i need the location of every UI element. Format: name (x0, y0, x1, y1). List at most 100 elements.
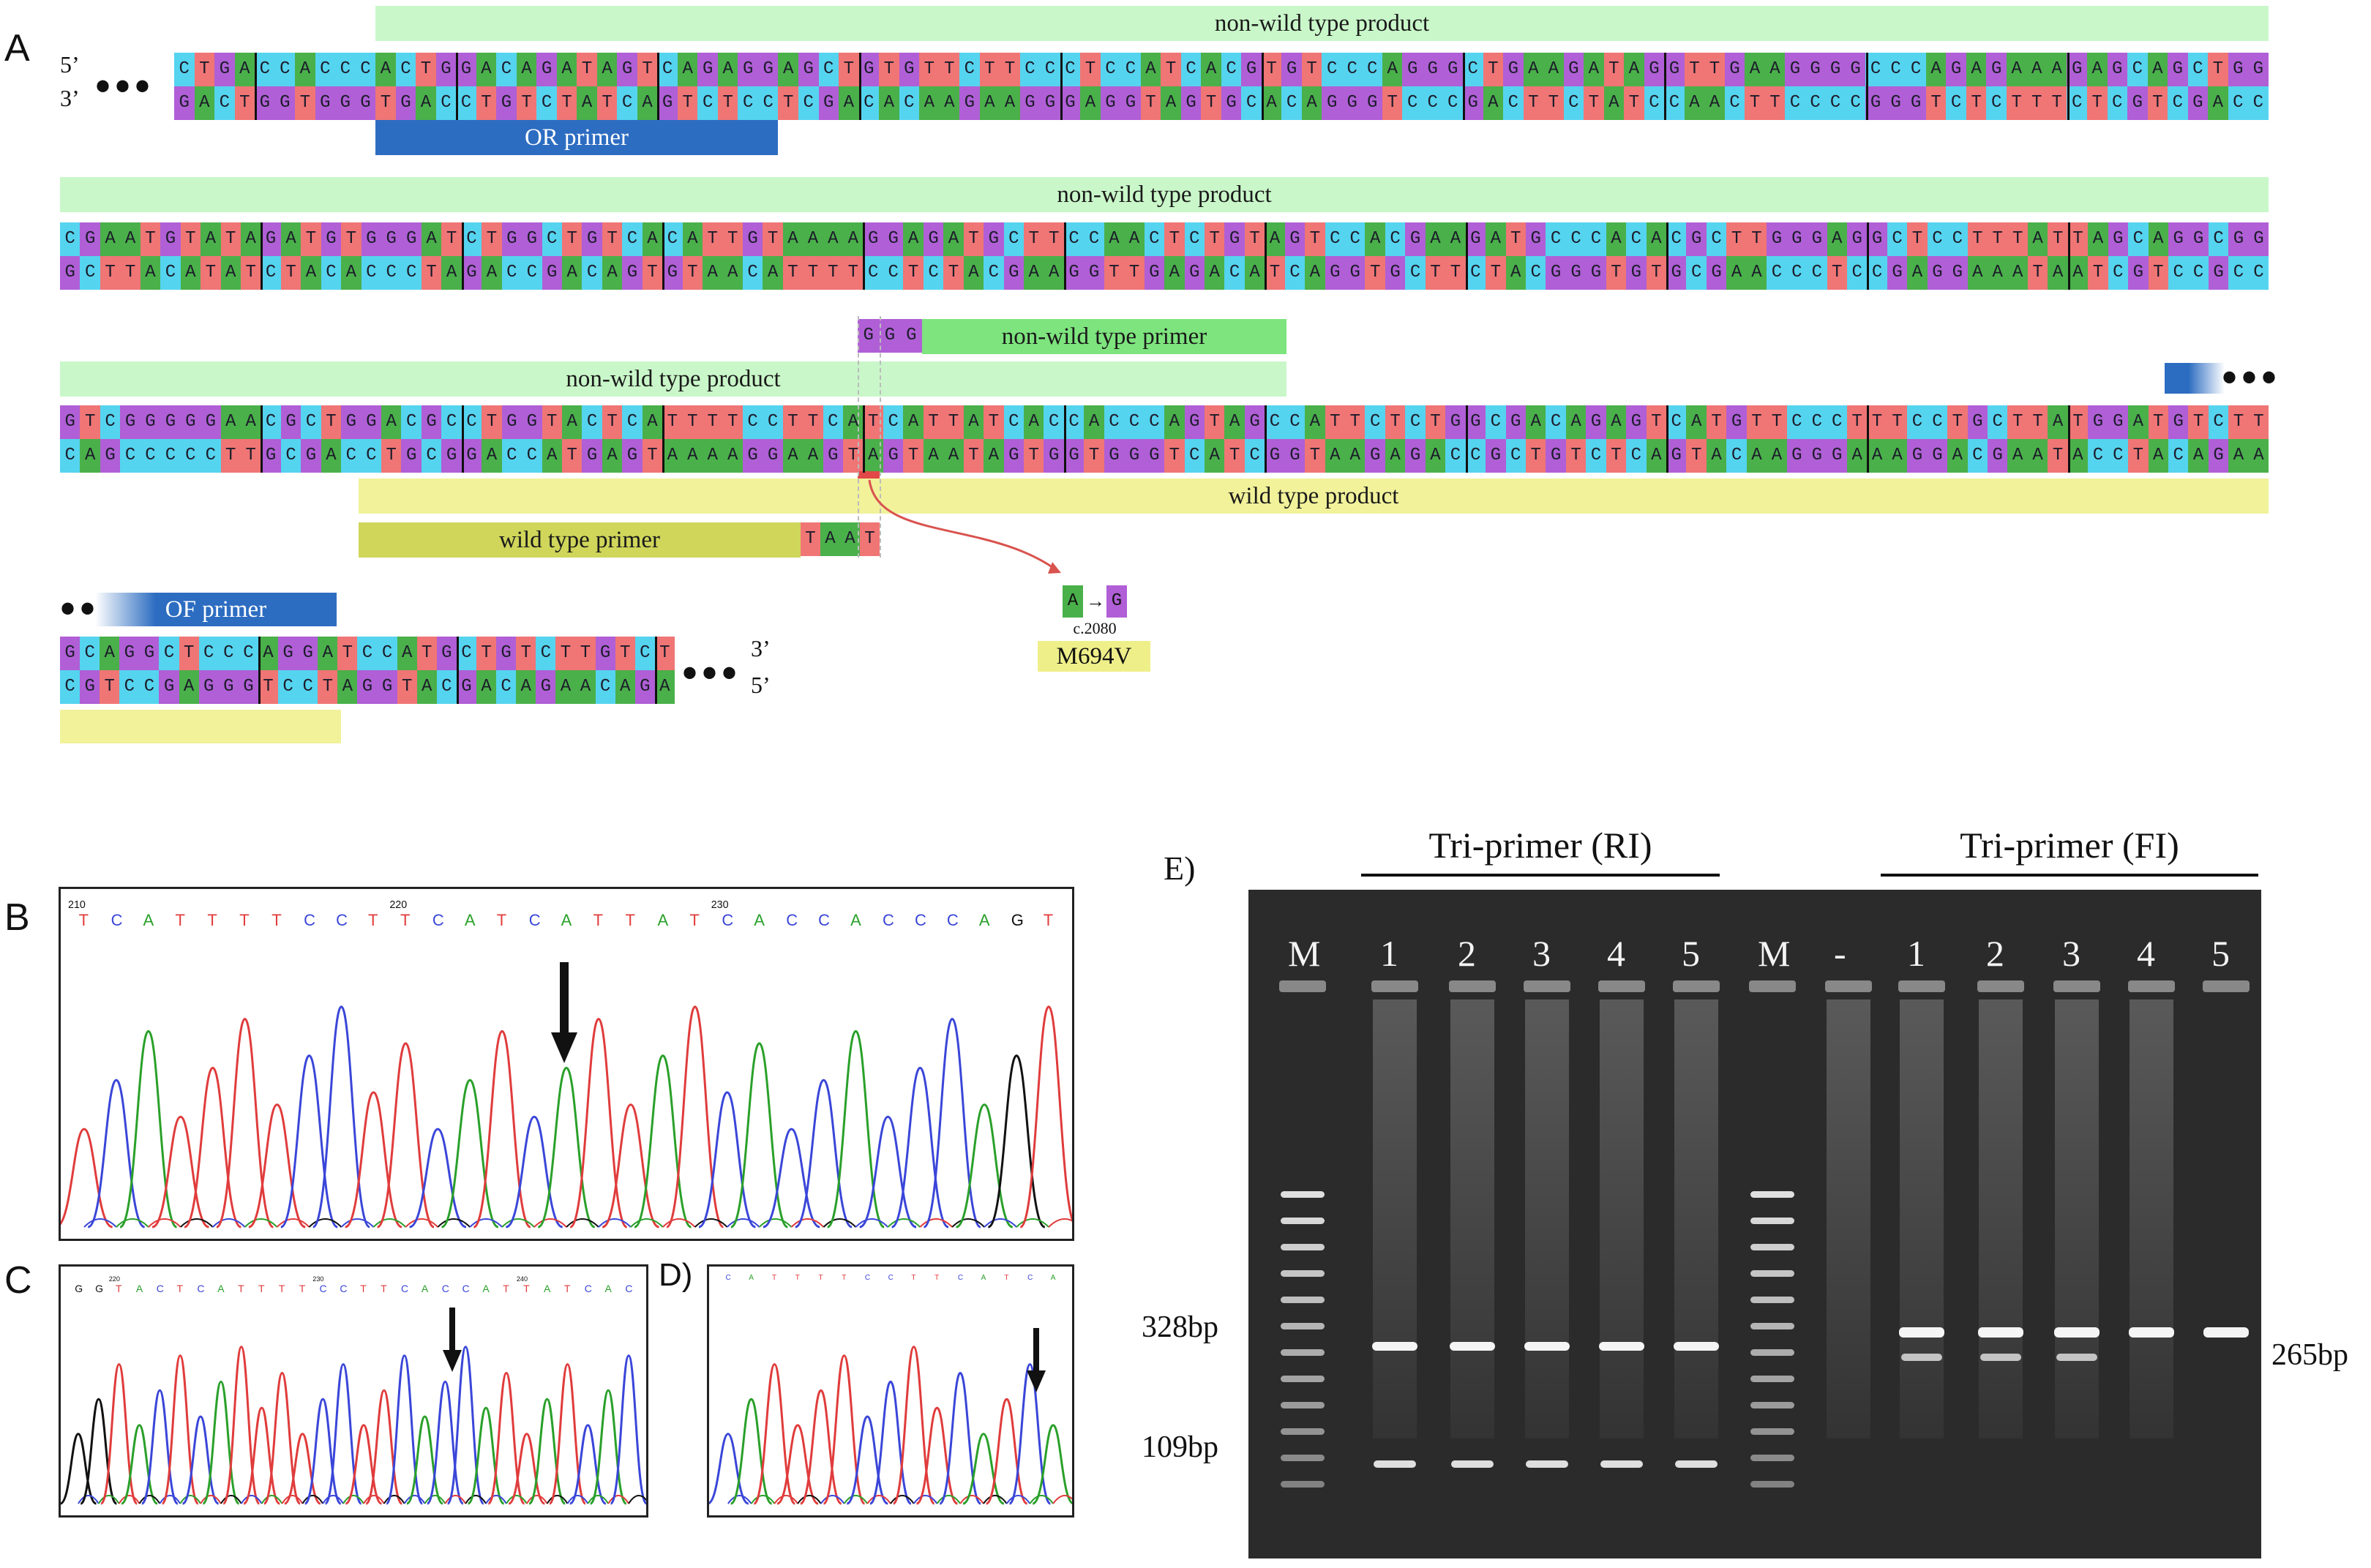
base-G: G (2168, 405, 2189, 439)
strand-divider (2067, 222, 2070, 290)
base-T: T (179, 637, 199, 670)
base-C: C (60, 222, 80, 256)
base-A: A (2027, 222, 2048, 256)
called-base: T (772, 1274, 777, 1282)
base-G: G (582, 222, 602, 256)
base-G: G (1100, 86, 1121, 120)
base-C: C (1546, 222, 1566, 256)
trace-baseline-noise (727, 1495, 752, 1504)
base-A: A (2007, 256, 2028, 290)
trace-peak (610, 1354, 646, 1505)
base-C: C (1184, 439, 1205, 473)
base-T: T (516, 86, 537, 120)
trace-baseline-noise (774, 1495, 798, 1504)
called-base: T (238, 1283, 244, 1294)
base-C: C (1644, 86, 1665, 120)
base-T: T (642, 439, 663, 473)
band-label-265bp: 265bp (2271, 1338, 2348, 1372)
gel-band (1281, 1270, 1325, 1277)
base-G: G (1224, 222, 1245, 256)
trace-baseline-noise (823, 1218, 857, 1228)
gel-smear (1979, 999, 2023, 1438)
base-T: T (1382, 86, 1403, 120)
mutation-from-base: A (1063, 585, 1083, 618)
base-T: T (943, 405, 964, 439)
group-underline-fl (1881, 874, 2258, 877)
gel-band (1750, 1244, 1794, 1250)
base-A: A (561, 256, 583, 290)
base-G: G (280, 405, 301, 439)
base-C: C (2127, 53, 2148, 86)
trace-baseline-noise (116, 1218, 149, 1228)
trace-baseline-noise (372, 1218, 407, 1228)
base-T: T (1161, 53, 1181, 86)
strand-divider (1666, 405, 1668, 473)
base-T: T (1584, 86, 1604, 120)
chromatogram-d-trace (709, 1346, 1072, 1505)
gel-well (1598, 980, 1645, 992)
called-base: T (381, 1283, 387, 1294)
base-C: C (1805, 86, 1826, 120)
gel-band (1281, 1323, 1325, 1329)
gel-band (1750, 1402, 1794, 1408)
base-G: G (1967, 405, 1988, 439)
base-T: T (1867, 405, 1887, 439)
base-A: A (602, 439, 623, 473)
gel-band (1674, 1342, 1719, 1351)
trace-baseline-noise (340, 1218, 375, 1228)
gel-well (1279, 980, 1326, 992)
trace-peak (151, 1115, 210, 1228)
gel-band (1281, 1297, 1325, 1303)
strand-divider (1463, 53, 1466, 120)
base-C: C (1626, 439, 1647, 473)
base-C: C (2108, 256, 2129, 290)
trace-peak (823, 1354, 866, 1505)
base-A: A (602, 256, 623, 290)
called-base: A (749, 1274, 754, 1282)
base-A: A (100, 637, 120, 670)
base-C: C (1664, 86, 1685, 120)
base-C: C (180, 439, 201, 473)
base-C: C (1505, 439, 1526, 473)
base-T: T (381, 439, 402, 473)
trace-peak (1019, 1005, 1072, 1228)
base-G: G (1063, 256, 1085, 290)
base-C: C (100, 405, 121, 439)
trace-peak (222, 1346, 261, 1505)
gel-band (1750, 1218, 1794, 1224)
base-G: G (1104, 439, 1125, 473)
called-base: A (850, 911, 861, 929)
trace-baseline-noise (959, 1495, 984, 1504)
base-C: C (160, 256, 181, 290)
called-base: C (725, 1274, 731, 1282)
base-C: C (1100, 53, 1121, 86)
trace-peak (304, 1398, 342, 1505)
base-A: A (1846, 439, 1868, 473)
trace-baseline-noise (790, 1218, 825, 1228)
base-G: G (238, 670, 258, 704)
base-A: A (1265, 222, 1285, 256)
base-C: C (1362, 53, 1382, 86)
base-G: G (401, 439, 422, 473)
base-T: T (1543, 86, 1564, 120)
called-base: A (978, 911, 990, 929)
base-G: G (1686, 222, 1707, 256)
strand-divider (461, 222, 464, 290)
base-C: C (1221, 53, 1242, 86)
base-G: G (160, 405, 181, 439)
base-C: C (1825, 86, 1846, 120)
base-C: C (1785, 86, 1805, 120)
base-T: T (637, 53, 658, 86)
base-A: A (1483, 86, 1504, 120)
base-A: A (843, 405, 864, 439)
trace-peak (376, 1042, 435, 1228)
trace-baseline-noise (501, 1218, 535, 1228)
base-T: T (615, 637, 635, 670)
base-C: C (1586, 439, 1606, 473)
base-T: T (140, 222, 161, 256)
base-C: C (1986, 86, 2007, 120)
base-C: C (1044, 405, 1064, 439)
base-T: T (1646, 256, 1666, 290)
base-A: A (220, 405, 241, 439)
